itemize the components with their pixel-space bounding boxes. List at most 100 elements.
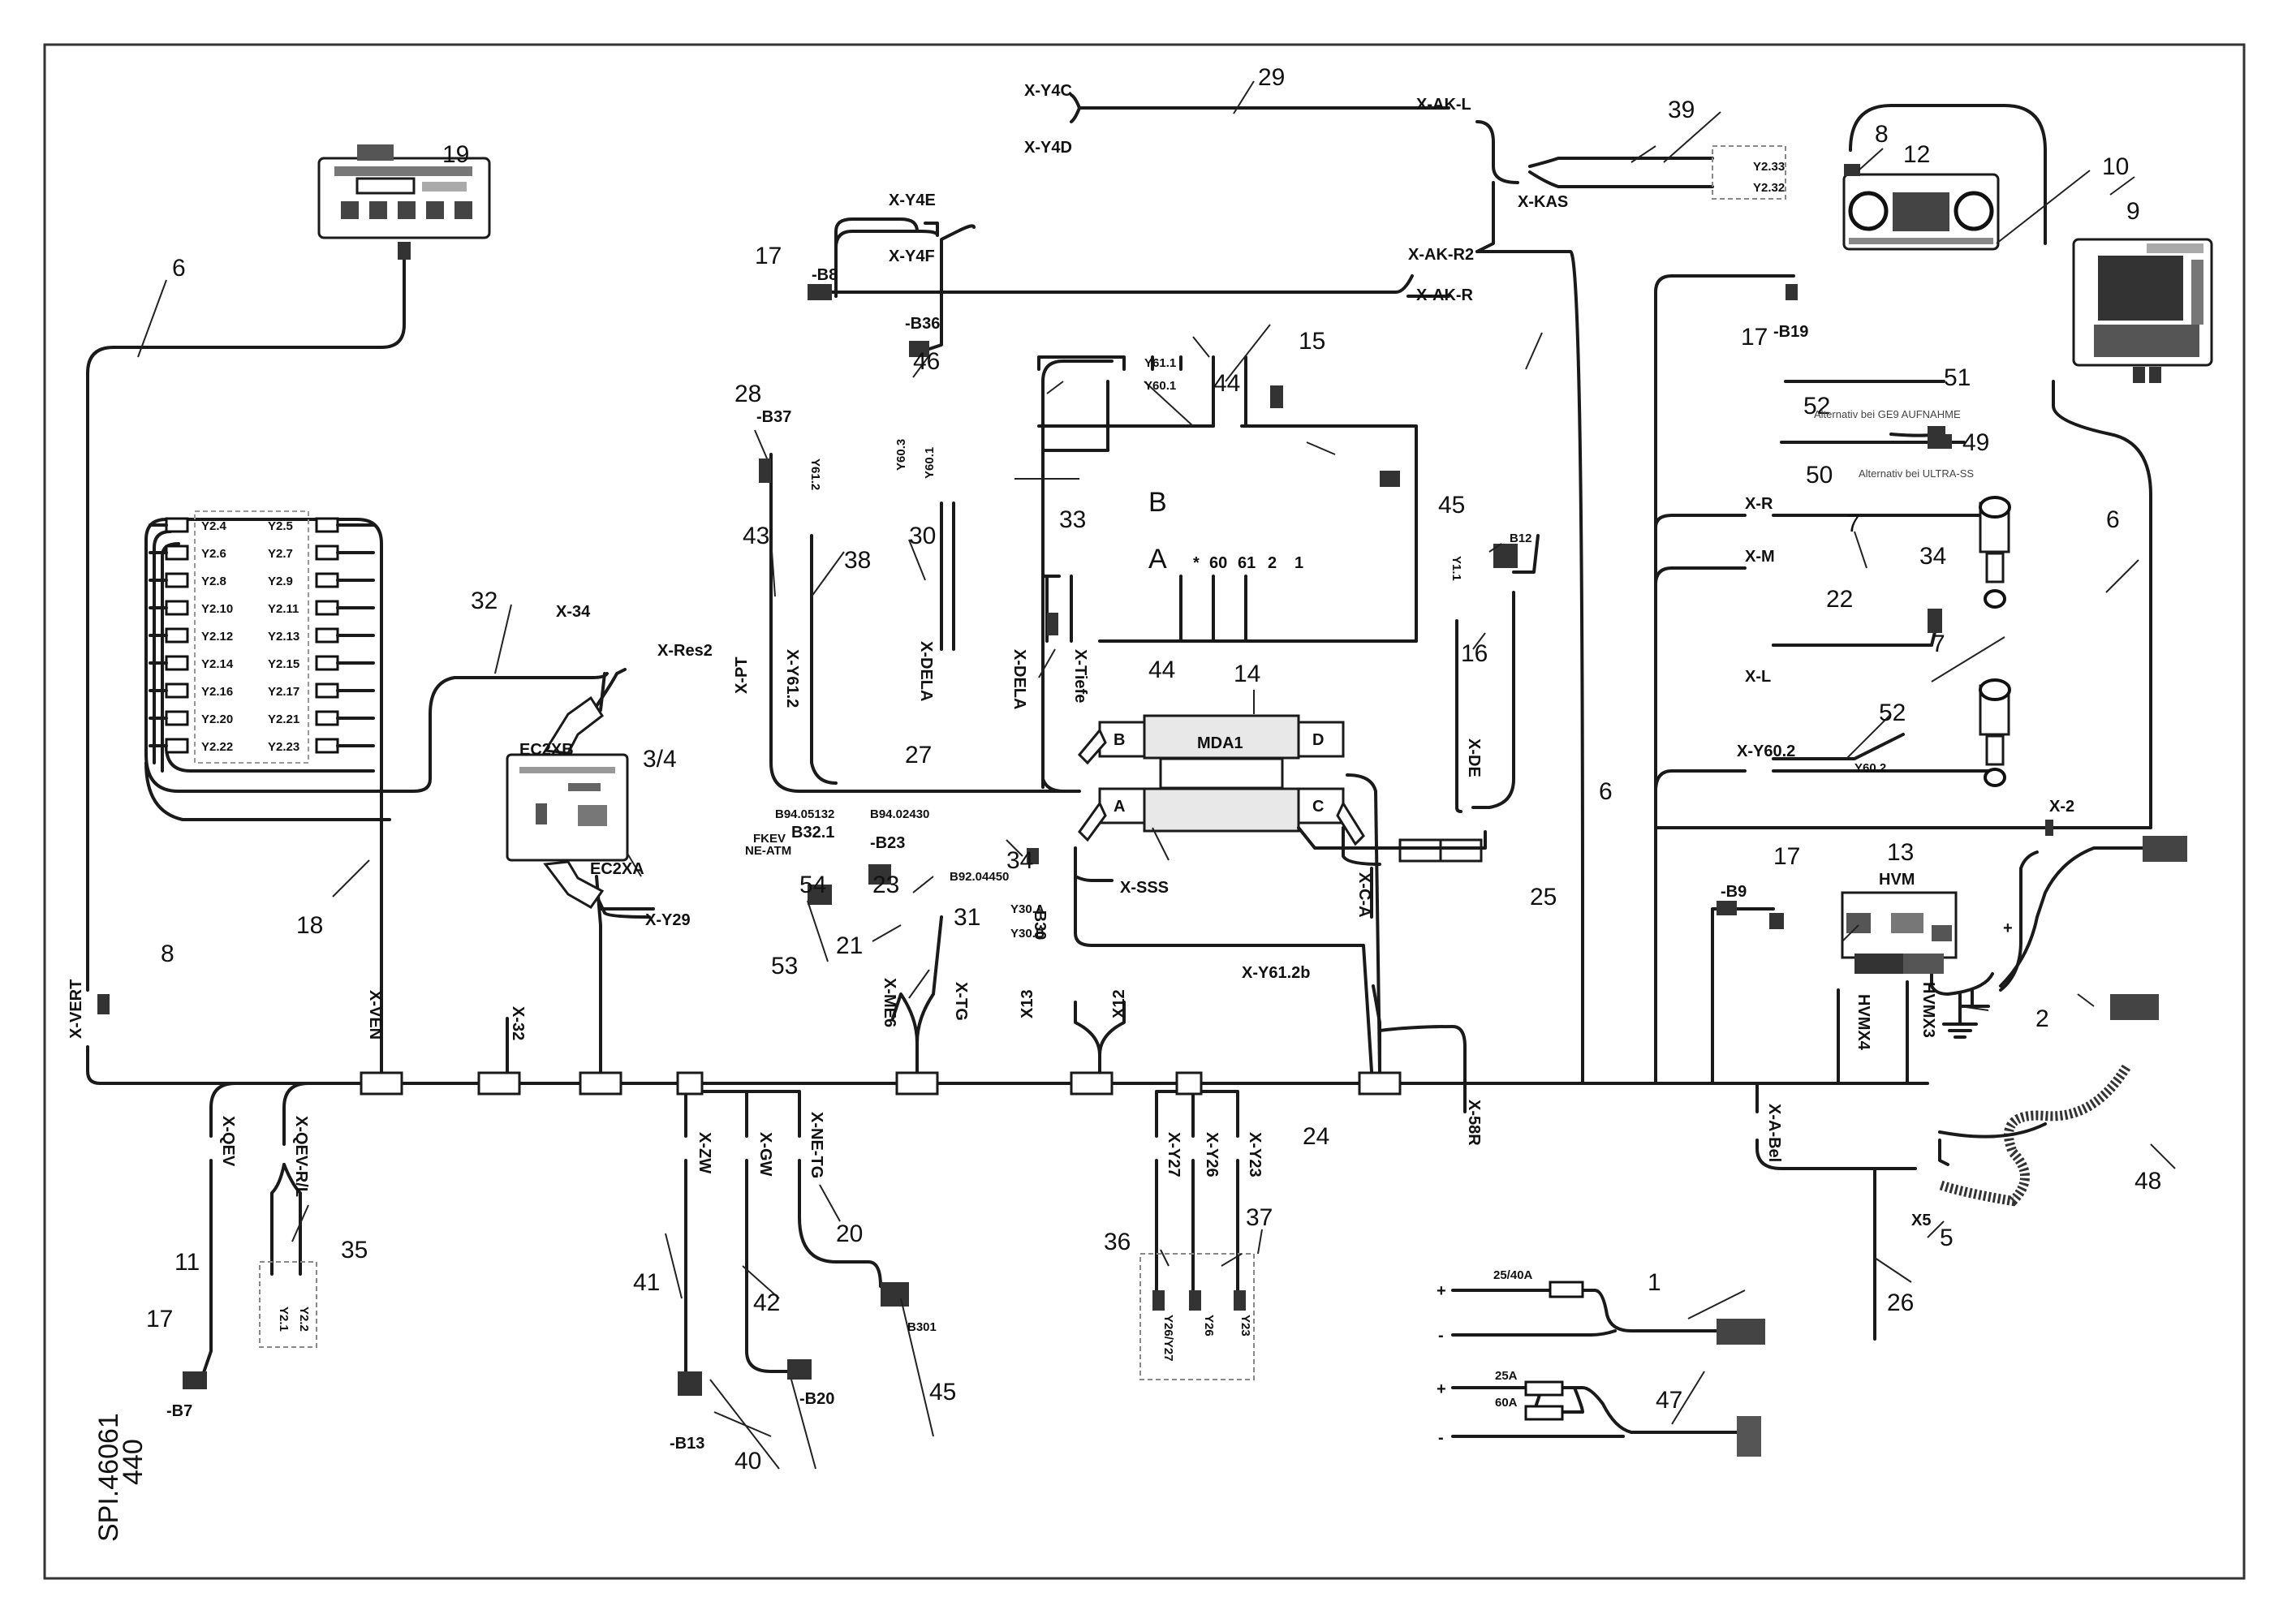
label-x-y4f: X-Y4F [889,248,935,265]
cable-48 [1938,994,2159,1207]
label-hvmx3: HVMX3 [1919,982,1937,1038]
ref-10: 10 [2102,153,2129,180]
ref-32: 32 [471,588,498,614]
valve-plug-right [315,517,339,533]
label-x-y4e: X-Y4E [889,192,936,209]
label-x-r: X-R [1745,495,1773,513]
ref-46: 46 [913,348,940,375]
valve-label-left: Y2.16 [201,685,233,699]
label-y61-2-v: Y61.2 [808,458,822,490]
ref-21: 21 [836,932,863,959]
valve-labels: Y2.33 Y2.32 Y61.1 Y60.1 Y60.2 Y30.A Y30.… [277,160,1886,1362]
valve-label-left: Y2.14 [201,657,234,671]
valve-label-right: Y2.9 [268,575,293,588]
label-x-34: X-34 [556,603,591,621]
note-ne-atm: NE-ATM [745,844,791,858]
label-x12: X12 [1110,989,1128,1018]
cylinder-lower [1979,678,2011,787]
label-b23: -B23 [870,834,905,852]
ref-39: 39 [1668,97,1695,123]
label-x5: X5 [1911,1212,1931,1229]
note-fkev: FKEV [753,832,786,846]
label-x-vert: X-VERT [67,979,85,1039]
label-b32-1: B32.1 [791,824,834,842]
valve-label-right: Y2.7 [268,547,293,561]
valve-plug-left [165,738,189,754]
valve-plug-left [165,517,189,533]
label-x-ak-r: X-AK-R [1416,286,1474,304]
label-x13: X13 [1019,989,1036,1018]
valve-block-ab [1037,355,1418,643]
ref-13: 13 [1887,839,1914,866]
label-minus-2: - [1438,1429,1444,1447]
valve-label-right: Y2.21 [268,712,299,726]
ref-44-top: 44 [1213,370,1240,397]
ref-19: 19 [442,141,469,168]
label-y23: Y23 [1238,1315,1252,1337]
label-b301: B301 [907,1320,937,1334]
main-harness [86,104,2153,1381]
note-alt-ge9: Alternativ bei GE9 AUFNAHME [1814,408,1961,420]
reference-numbers: 29 39 8 12 10 9 19 6 17 15 46 17 51 52 4… [146,64,2161,1474]
label-block-a: A [1148,544,1167,575]
label-plus-2: + [1437,1380,1446,1398]
label-port-a: A [1114,798,1125,816]
valve-plug-left [165,627,189,644]
label-plus-1: + [1437,1282,1446,1300]
label-x-tiefe: X-Tiefe [1071,649,1089,703]
ref-30: 30 [909,523,936,549]
label-x-y29: X-Y29 [645,911,691,929]
valve-plug-left [165,710,189,726]
label-x-58r: X-58R [1465,1100,1483,1146]
label-y61-1: Y61.1 [1144,356,1176,370]
doc-code: 440 SPI.46061 [93,1413,149,1542]
ref-3-4: 3/4 [643,746,677,773]
label-mda1: MDA1 [1197,734,1243,752]
label-x-l: X-L [1745,668,1771,686]
ref-14: 14 [1234,661,1260,687]
label-x-m: X-M [1745,548,1775,566]
label-x-ven: X-VEN [366,990,384,1040]
valve-label-left: Y2.8 [201,575,226,588]
ref-16: 16 [1461,640,1488,667]
ref-27: 27 [905,742,932,768]
ref-6-center: 6 [1599,778,1613,805]
ref-47: 47 [1656,1387,1682,1414]
valve-plug-right [315,627,339,644]
ref-8-top: 8 [1875,121,1889,148]
harness-clamps [360,838,1483,1096]
label-x-y60-2: X-Y60.2 [1737,743,1795,760]
ref-34-right: 34 [1919,543,1946,570]
power-cables [1451,1281,1765,1457]
doc-number: SPI.46061 [93,1413,124,1542]
valve-plug-right [315,655,339,671]
label-pin-61: 61 [1238,554,1256,572]
valve-label-left: Y2.10 [201,602,233,616]
label-x-y4d: X-Y4D [1024,139,1072,157]
label-x-dela-2: X-DELA [1010,649,1028,709]
label-x-me6: X-ME6 [881,978,898,1027]
ref-18: 18 [296,912,323,939]
label-x-ne-tg: X-NE-TG [808,1112,825,1178]
label-x-32: X-32 [509,1006,527,1040]
ref-26: 26 [1887,1289,1914,1316]
label-x-dela-1: X-DELA [917,641,935,701]
notes: B94.05132 B94.02430 FKEV NE-ATM B92.0445… [745,408,1974,884]
ref-36: 36 [1104,1229,1131,1255]
note-alt-ultra: Alternativ bei ULTRA-SS [1859,467,1974,480]
label-b20: -B20 [799,1390,834,1408]
ref-52-bottom: 52 [1879,700,1906,726]
sensor-plugs [97,284,1952,1396]
ref-17-b7: 17 [146,1306,173,1332]
valve-label-right: Y2.11 [268,602,299,616]
ref-44-bottom: 44 [1148,657,1175,683]
power-labels: 25/40A 25A 60A + - + - + [1437,919,2013,1447]
label-pin-1: 1 [1294,554,1303,572]
label-b9: -B9 [1721,883,1747,901]
ref-31: 31 [954,904,980,931]
label-fuse-25a: 25A [1495,1369,1518,1383]
label-b37: -B37 [756,408,791,426]
label-ec2xa: EC2XA [590,860,644,878]
ref-8-left: 8 [161,941,174,967]
ref-7-bottom: 7 [1932,631,1945,657]
